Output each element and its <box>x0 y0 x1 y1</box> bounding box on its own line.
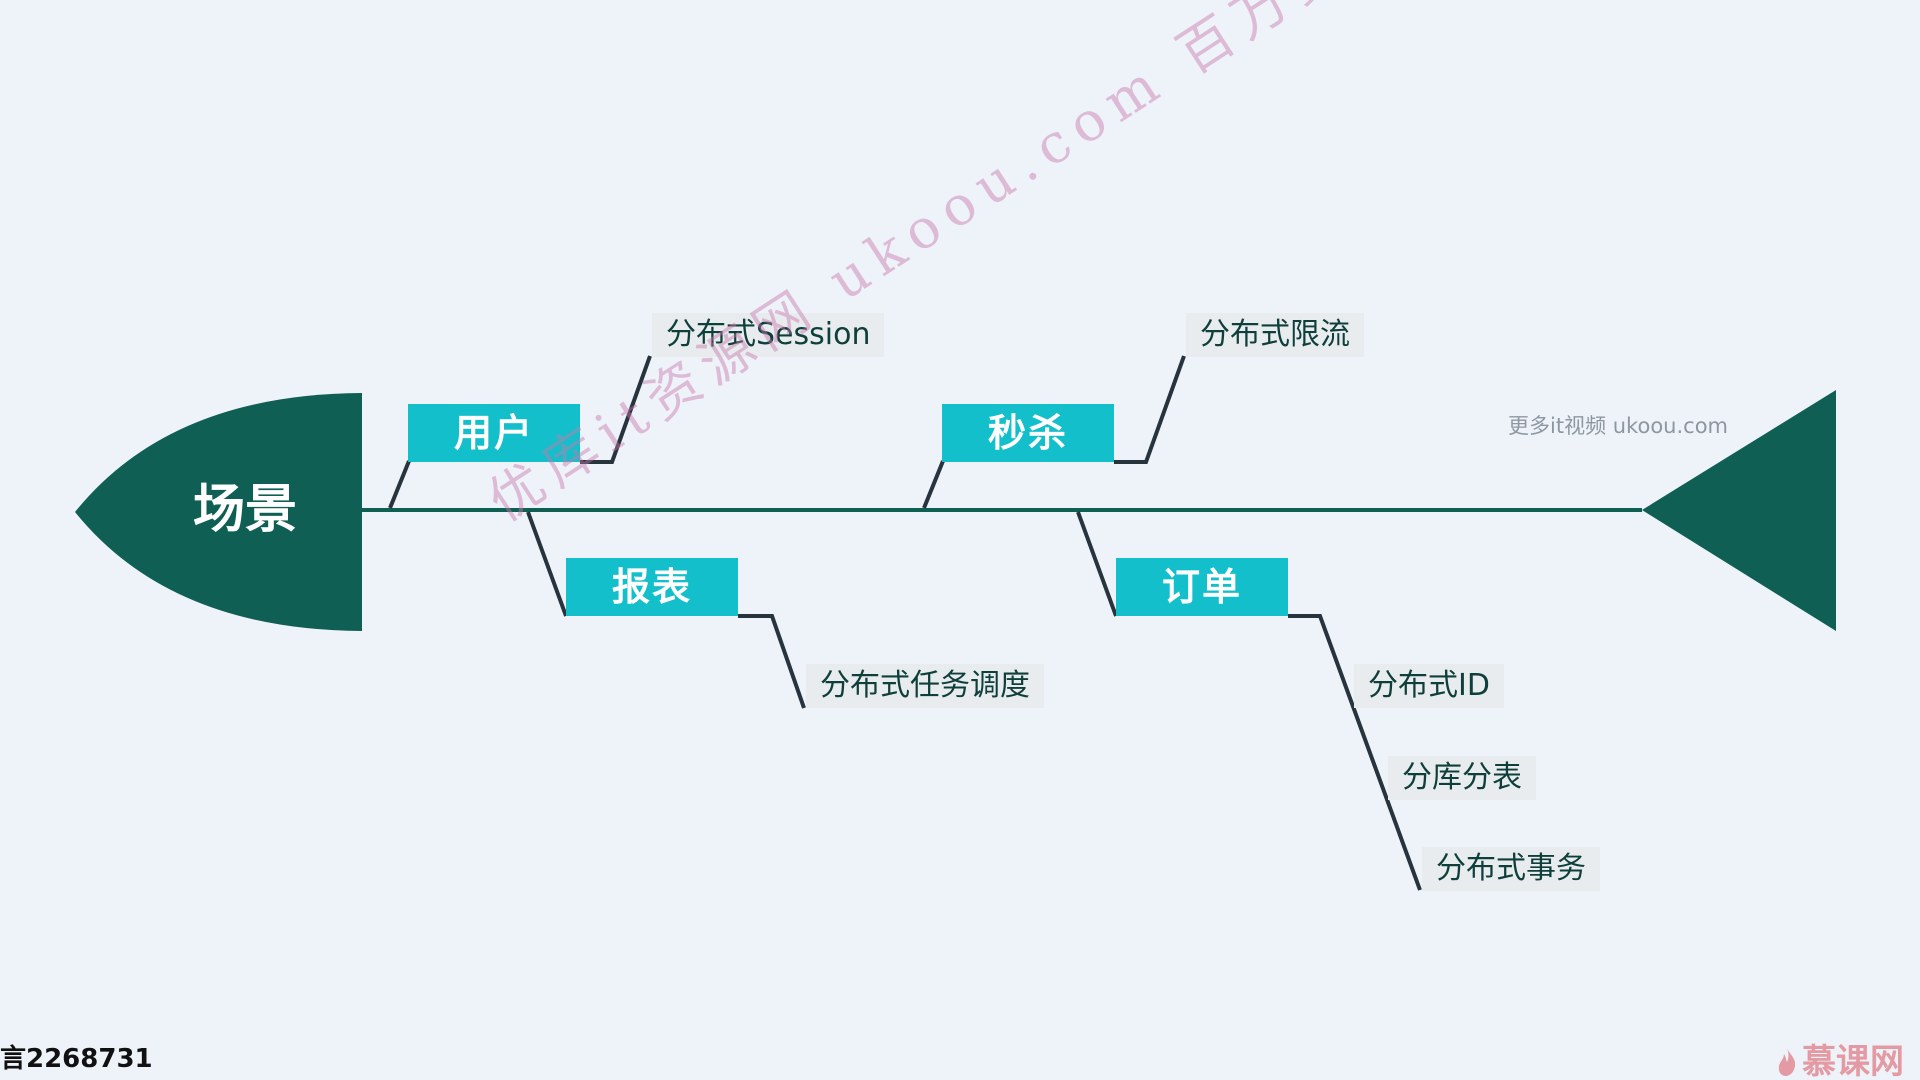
cause-distributed-transaction: 分布式事务 <box>1422 847 1600 891</box>
cause-distributed-id: 分布式ID <box>1354 664 1504 708</box>
cause-distributed-rate-limiting: 分布式限流 <box>1186 313 1364 357</box>
user-id-overlay: 言2268731 <box>0 1044 153 1074</box>
brand-logo: 慕课网 <box>1776 1034 1904 1080</box>
cause-distributed-session: 分布式Session <box>652 313 885 357</box>
connector-flash-sale-item-1 <box>1114 355 1186 464</box>
connector-order-items <box>1288 614 1422 891</box>
branch-report <box>526 511 568 617</box>
category-user: 用户 <box>408 404 580 462</box>
branch-flash-sale <box>922 460 945 509</box>
branch-user <box>388 460 411 509</box>
fish-head <box>75 393 362 631</box>
cause-distributed-task-scheduling: 分布式任务调度 <box>806 664 1044 708</box>
cause-database-sharding: 分库分表 <box>1388 756 1536 800</box>
diagram-head-label: 场景 <box>192 480 297 540</box>
flame-icon <box>1778 1048 1796 1076</box>
brand-name: 慕课网 <box>1802 1042 1904 1080</box>
fish-tail <box>1642 390 1836 631</box>
connector-report-item-1 <box>738 614 806 709</box>
branch-order <box>1076 511 1118 617</box>
category-report: 报表 <box>566 558 738 616</box>
watermark-side: 更多it视频 ukoou.com <box>1508 414 1728 438</box>
category-order: 订单 <box>1116 558 1288 616</box>
category-flash-sale: 秒杀 <box>942 404 1114 462</box>
connector-user-item-1 <box>580 355 652 464</box>
